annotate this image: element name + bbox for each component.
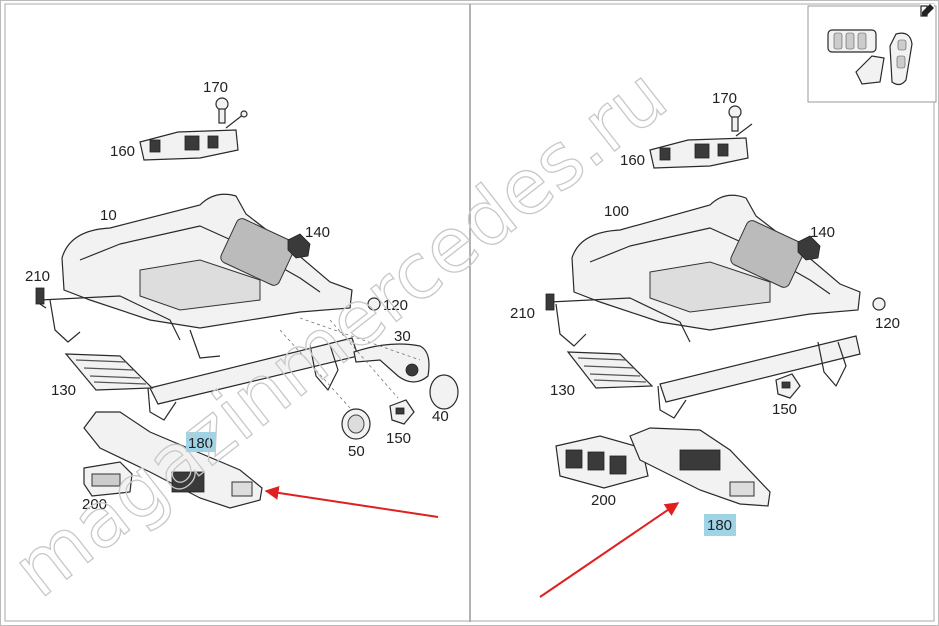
part-140-clip-right[interactable] (797, 235, 821, 261)
part-200-ecu[interactable] (83, 461, 133, 497)
label-30: 30 (394, 328, 411, 345)
label-160: 160 (110, 143, 135, 160)
left-red-arrow (264, 485, 439, 518)
leader-lines (279, 317, 421, 409)
label-120: 120 (383, 297, 408, 314)
part-170-bolt[interactable] (215, 97, 229, 124)
label-170: 170 (203, 79, 228, 96)
part-150-switch-right[interactable] (775, 373, 801, 399)
label-180: 180 (188, 435, 213, 452)
part-140-clip[interactable] (287, 233, 311, 259)
label-210: 210 (25, 268, 50, 285)
part-100-seat-frame[interactable] (549, 194, 861, 419)
label-130-right: 130 (550, 382, 575, 399)
right-red-arrow (539, 502, 680, 598)
watermark-text: magazinmercedes.ru (0, 50, 683, 614)
label-130: 130 (51, 382, 76, 399)
part-180-module[interactable] (83, 411, 263, 509)
label-140: 140 (305, 224, 330, 241)
part-30-lever[interactable] (353, 343, 430, 383)
label-210-right: 210 (510, 305, 535, 322)
label-180-highlight (186, 432, 216, 452)
left-panel: 170 160 10 140 210 120 30 130 180 40 150… (25, 79, 459, 518)
part-50-knob[interactable] (341, 408, 371, 440)
label-150: 150 (386, 430, 411, 447)
part-150-switch[interactable] (389, 399, 415, 425)
part-200-ecu-right[interactable] (555, 435, 649, 489)
part-210-stud[interactable] (35, 287, 47, 309)
edit-pencil-icon[interactable] (920, 4, 934, 18)
part-130-mat-right[interactable] (566, 351, 654, 389)
seat-thumbnail[interactable] (807, 5, 937, 103)
label-10: 10 (100, 207, 117, 224)
part-40-cover[interactable] (429, 374, 459, 410)
part-10-seat-frame[interactable] (39, 193, 359, 421)
label-50: 50 (348, 443, 365, 460)
label-150-right: 150 (772, 401, 797, 418)
label-180-right: 180 (707, 517, 732, 534)
part-210-stud-right[interactable] (545, 293, 555, 311)
part-160-bracket-right[interactable] (649, 123, 753, 169)
label-200-right: 200 (591, 492, 616, 509)
part-180-module-right[interactable] (629, 427, 771, 507)
inner-frame (4, 3, 935, 622)
part-160-bracket[interactable] (139, 110, 248, 161)
label-140-right: 140 (810, 224, 835, 241)
label-120-right: 120 (875, 315, 900, 332)
label-100-right: 100 (604, 203, 629, 220)
label-160-right: 160 (620, 152, 645, 169)
right-panel: 170 160 100 140 210 120 130 150 200 180 (510, 90, 900, 598)
part-130-mat[interactable] (64, 353, 154, 391)
part-120-cap[interactable] (367, 297, 381, 311)
label-170-right: 170 (712, 90, 737, 107)
label-200: 200 (82, 496, 107, 513)
part-120-cap-right[interactable] (872, 297, 886, 311)
label-40: 40 (432, 408, 449, 425)
label-180-right-highlight (704, 514, 736, 536)
part-170-bolt-right[interactable] (728, 105, 742, 132)
